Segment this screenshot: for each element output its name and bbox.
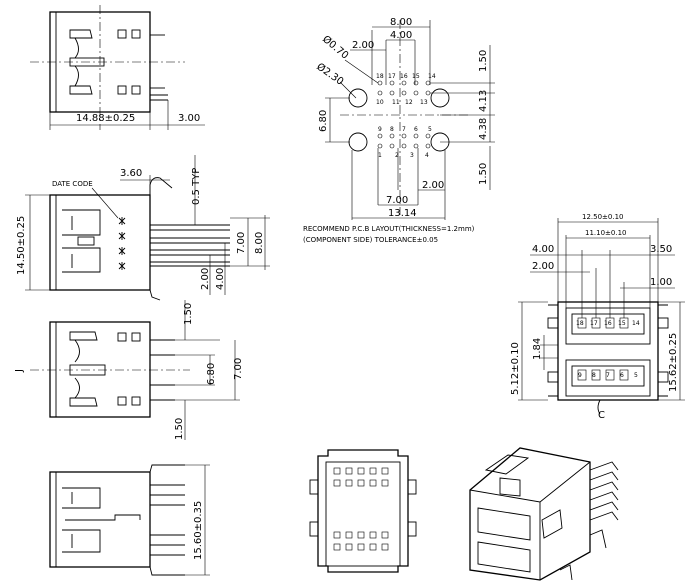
front-view: 18 17 16 15 14 9 8 7 6 5 12.50±0.10 11.1…	[510, 213, 685, 421]
pin-label: 2	[395, 152, 399, 159]
view-side-2: 1.50 6.80 7.00 1.50 J	[14, 300, 244, 440]
rear-view	[309, 449, 417, 573]
dim-8-00: 8.00	[254, 232, 265, 254]
pin-label: 3	[410, 152, 414, 159]
dim-2-00-pcb: 2.00	[352, 40, 374, 51]
front-contacts	[577, 317, 629, 381]
mount-hole	[348, 132, 368, 152]
view-top: 14.88±0.25 3.00	[30, 5, 205, 130]
dim-1-84: 1.84	[532, 338, 543, 360]
pin-label: 5	[428, 126, 432, 133]
pin-label: 14	[632, 320, 640, 327]
mount-hole	[430, 88, 450, 108]
pin-label: 17	[388, 73, 396, 80]
pin-holes-top	[377, 80, 431, 96]
dim-6-80-side: 6.80	[206, 363, 217, 385]
dim-width-1: 14.88±0.25	[76, 113, 135, 124]
date-code-label: DATE CODE	[52, 180, 93, 188]
iso-pins	[559, 461, 619, 581]
pin-label: 14	[428, 73, 436, 80]
side-mark: J	[14, 369, 25, 373]
pin-label: 9	[578, 372, 582, 379]
dim-4-00-pcb: 4.00	[390, 30, 412, 41]
mount-hole	[348, 88, 368, 108]
view-side-date-code: 3.60 0.5 TYP 14.50±0.25 7.00 8.00 2.00 4…	[16, 155, 270, 301]
pin-label: 7	[606, 372, 610, 379]
pin-label: 16	[604, 320, 612, 327]
dim-7-00-pcb: 7.00	[386, 195, 408, 206]
dim-2-00-side: 2.00	[200, 268, 211, 290]
pin-label: 18	[576, 320, 584, 327]
dim-4-13: 4.13	[478, 90, 489, 112]
dim-8-00-pcb: 8.00	[390, 17, 412, 28]
dim-1-50-bottom: 1.50	[174, 418, 185, 440]
view-bottom: 15.60±0.35	[49, 464, 210, 576]
pcb-layout: 18 17 16 15 14 10 11 12 13 9 8 7 6 5 1 2…	[303, 17, 495, 244]
dim-2-00-front: 2.00	[532, 261, 554, 272]
pin-label: 7	[402, 126, 406, 133]
dim-0-5-typ: 0.5 TYP	[191, 168, 202, 205]
dim-4-00-side: 4.00	[215, 268, 226, 290]
dim-1-00-front: 1.00	[650, 277, 672, 288]
dim-2-00-pcb-bottom: 2.00	[422, 180, 444, 191]
dim-1-50-pcb-bottom: 1.50	[478, 163, 489, 185]
dim-11-10: 11.10±0.10	[585, 229, 627, 237]
pin-label: 16	[400, 73, 408, 80]
pin-label: 10	[376, 99, 384, 106]
pin-label: 4	[425, 152, 429, 159]
pin-holes-bottom	[377, 133, 431, 149]
rear-pin-pads	[333, 467, 389, 551]
dim-7-00-side: 7.00	[233, 358, 244, 380]
dim-15-60: 15.60±0.35	[193, 501, 204, 560]
dim-5-12: 5.12±0.10	[510, 342, 521, 395]
dim-6-80-pcb: 6.80	[318, 110, 329, 132]
pin-label: 15	[618, 320, 626, 327]
pin-label: 8	[592, 372, 596, 379]
dim-12-50: 12.50±0.10	[582, 213, 624, 221]
dim-4-38: 4.38	[478, 118, 489, 140]
front-bottom-mark: C	[598, 410, 605, 421]
pin-label: 8	[390, 126, 394, 133]
pin-label: 6	[414, 126, 418, 133]
date-code-marks	[118, 217, 126, 270]
dim-1-50-pcb-top: 1.50	[478, 50, 489, 72]
pin-label: 18	[376, 73, 384, 80]
pin-label: 5	[634, 372, 638, 379]
pin-label: 17	[590, 320, 598, 327]
pin-label: 9	[378, 126, 382, 133]
dim-3-60: 3.60	[120, 168, 142, 179]
pin-label: 12	[405, 99, 413, 106]
dim-4-00-front: 4.00	[532, 244, 554, 255]
dim-1-50-top: 1.50	[183, 303, 194, 325]
dim-7-00: 7.00	[236, 232, 247, 254]
pin-label: 13	[420, 99, 428, 106]
dim-pin-length: 3.00	[178, 113, 200, 124]
dim-13-14: 13.14	[388, 208, 417, 219]
dim-3-50-front: 3.50	[650, 244, 672, 255]
pin-label: 6	[620, 372, 624, 379]
pin-label: 11	[392, 99, 400, 106]
pin-label: 15	[412, 73, 420, 80]
pcb-note-line1: RECOMMEND P.C.B LAYOUT(THICKNESS=1.2mm)	[303, 225, 475, 233]
pin-label: 1	[378, 152, 382, 159]
dim-dia-2-30: Ø2.30	[314, 61, 346, 88]
dim-15-62: 15.62±0.25	[668, 333, 679, 392]
isometric-view	[469, 447, 619, 581]
dim-dia-0-70: Ø0.70	[320, 33, 351, 62]
dim-14-50: 14.50±0.25	[16, 216, 27, 275]
pcb-note-line2: (COMPONENT SIDE) TOLERANCE±0.05	[303, 236, 438, 244]
